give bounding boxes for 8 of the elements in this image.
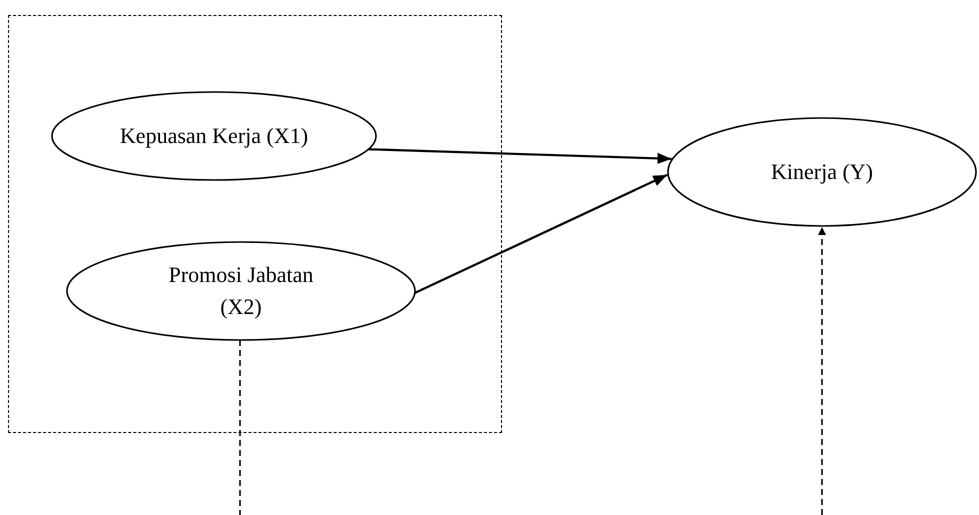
variable-label: Promosi Jabatan (X2)	[168, 261, 314, 321]
variable-label: Kepuasan Kerja (X1)	[118, 122, 310, 150]
arrow	[818, 227, 826, 515]
variable-label: Kinerja (Y)	[770, 158, 874, 186]
arrow	[368, 148, 672, 164]
dashed-group-box	[8, 15, 502, 433]
connector-line	[239, 340, 241, 515]
arrow	[414, 174, 668, 294]
